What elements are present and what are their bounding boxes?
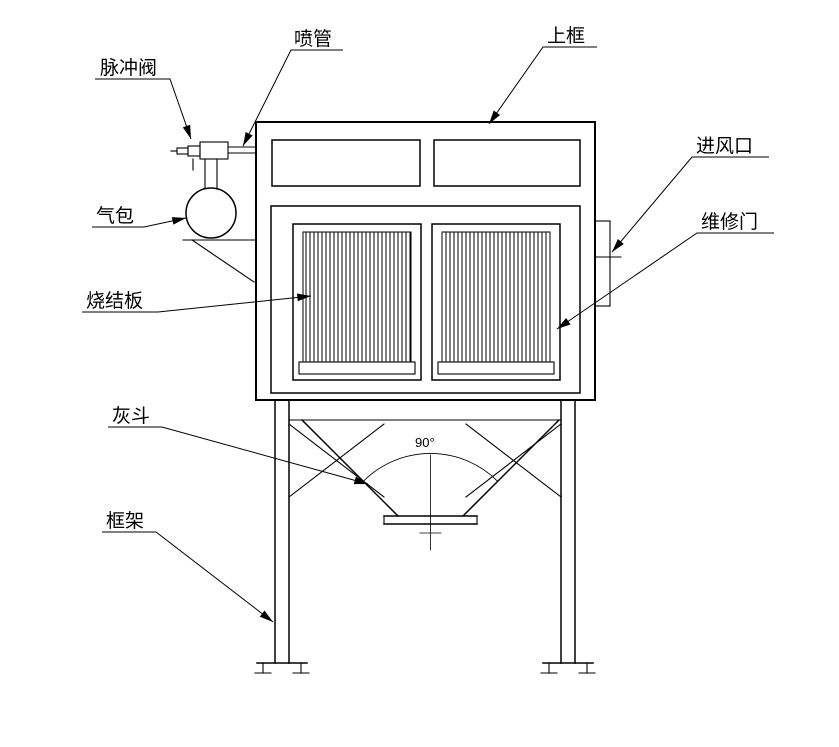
right-brace-b (465, 423, 562, 498)
air-inlet-flange (595, 220, 622, 307)
valve-fitting (187, 145, 201, 157)
label-pulse-valve-text: 脉冲阀 (100, 57, 157, 79)
leader-air-bag (92, 217, 187, 228)
hopper-wall-right (461, 418, 561, 518)
label-spray-pipe: 喷管 (242, 28, 343, 147)
label-frame: 框架 (102, 510, 274, 623)
label-air-inlet-text: 进风口 (696, 135, 753, 157)
pulse-valve-assembly (170, 141, 257, 190)
filter-panel-left (292, 223, 422, 381)
leader-spray-pipe (242, 49, 343, 147)
label-sintered-plate-text: 烧结板 (86, 290, 143, 312)
sintered-plate-right-hatch (441, 231, 551, 363)
panel-tray-right (437, 361, 555, 375)
filter-panel-right (431, 223, 561, 381)
mid-frame (270, 205, 581, 394)
tank-circle (185, 187, 237, 239)
panel-tray-left (298, 361, 416, 375)
support-frame (254, 399, 596, 674)
hopper-wall-left (300, 418, 400, 518)
pulse-valve-body (199, 141, 229, 160)
sintered-plate-left-hatch (302, 231, 412, 363)
left-brace-b (288, 423, 385, 498)
label-pulse-valve: 脉冲阀 (95, 57, 192, 140)
angle-value: 90° (415, 435, 435, 450)
valve-stem (176, 147, 189, 155)
upper-frame-panel-left (271, 139, 421, 187)
panel-frame-left (292, 223, 422, 381)
label-air-bag-text: 气包 (96, 205, 134, 227)
leader-air-inlet (611, 156, 769, 253)
collector-body (255, 121, 596, 401)
label-ash-hopper: 灰斗 (108, 405, 369, 485)
leader-frame (102, 531, 274, 623)
label-upper-frame-text: 上框 (547, 25, 585, 47)
label-air-inlet: 进风口 (611, 135, 769, 253)
label-spray-pipe-text: 喷管 (294, 28, 332, 50)
body-outline (255, 121, 596, 401)
hopper-angle-dimension: 90° (362, 435, 499, 482)
upper-frame-panel-right (433, 139, 581, 187)
angle-arc (362, 453, 499, 482)
left-foot (254, 662, 310, 674)
label-maintenance-door-text: 维修门 (701, 211, 758, 233)
ash-hopper (288, 418, 562, 551)
leader-pulse-valve (95, 78, 192, 140)
right-foot (540, 662, 596, 674)
tank-gusset (191, 239, 255, 283)
label-air-bag: 气包 (92, 205, 187, 228)
leader-maintenance-door (556, 232, 774, 330)
leader-sintered-plate (82, 293, 312, 313)
leader-ash-hopper (108, 426, 369, 485)
leader-upper-frame (488, 46, 597, 125)
label-frame-text: 框架 (106, 510, 144, 532)
label-upper-frame: 上框 (488, 25, 597, 125)
label-ash-hopper-text: 灰斗 (112, 405, 150, 427)
callout-labels: 脉冲阀 喷管 上框 进风口 维修门 气包 烧结板 灰斗 (82, 25, 774, 623)
label-sintered-plate: 烧结板 (82, 290, 312, 313)
air-bag-tank (182, 187, 257, 283)
panel-frame-right (431, 223, 561, 381)
label-maintenance-door: 维修门 (556, 211, 774, 330)
